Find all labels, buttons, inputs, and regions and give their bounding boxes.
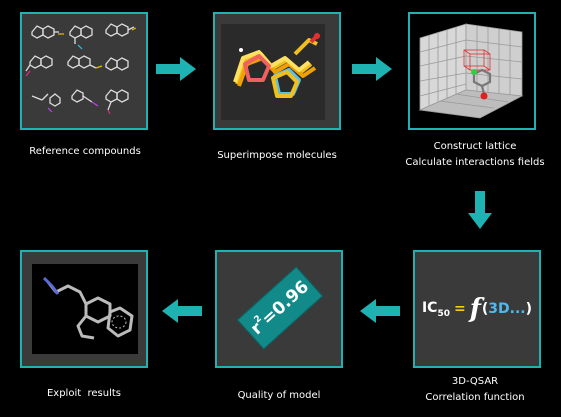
construct-lattice-caption: Construct lattice Calculate interactions…	[405, 141, 545, 168]
superimposed-molecules-image	[221, 24, 325, 120]
qsar-caption: 3D-QSAR Correlation function	[425, 376, 525, 403]
left-arrow-icon	[360, 299, 400, 323]
qsar-formula: IC50 = f ( 3D... )	[421, 294, 533, 324]
exploit-results-caption: Exploit results	[46, 388, 122, 399]
right-arrow-icon	[352, 57, 392, 81]
exploit-molecule-image	[32, 264, 138, 354]
quality-of-model-caption: Quality of model	[237, 390, 321, 401]
qsar-panel: IC50 = f ( 3D... )	[413, 250, 541, 368]
left-arrow-icon	[162, 299, 202, 323]
lattice-grid-image	[410, 14, 534, 128]
reference-compounds-caption: Reference compounds	[29, 146, 141, 157]
reference-compounds-image	[25, 23, 137, 115]
down-arrow-icon	[468, 191, 492, 229]
exploit-results-panel	[20, 250, 148, 368]
superimpose-molecules-panel	[213, 12, 341, 130]
superimpose-molecules-caption: Superimpose molecules	[217, 150, 337, 161]
construct-lattice-panel	[408, 12, 536, 130]
right-arrow-icon	[156, 57, 196, 81]
reference-compounds-panel	[20, 12, 148, 130]
